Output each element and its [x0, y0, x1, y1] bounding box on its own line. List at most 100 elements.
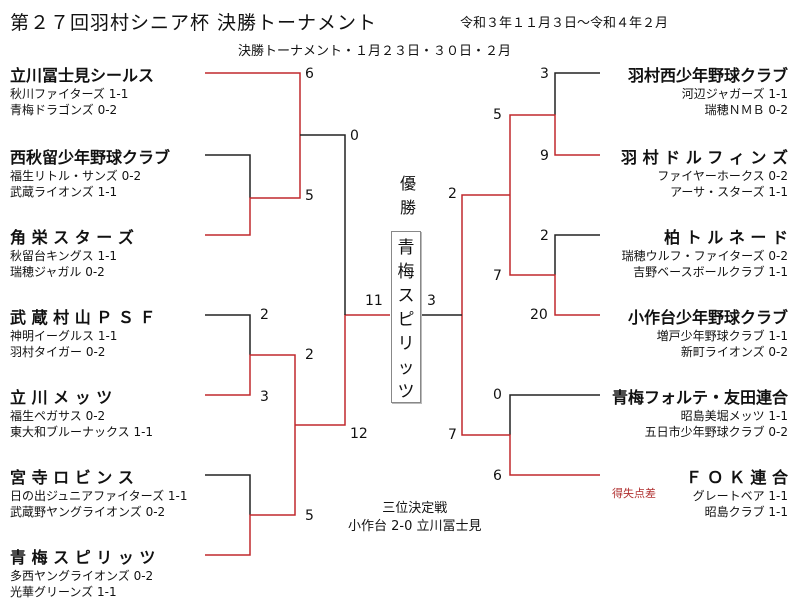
right-line-sf1: [461, 194, 510, 315]
team-name: 立川冨士見シールス: [10, 66, 155, 85]
sub-result: 日の出ジュニアファイターズ 1-1: [10, 489, 188, 503]
left-line-7: [205, 425, 296, 556]
champion-char: ピ: [397, 310, 415, 330]
champion-team: 青 梅 ス ピ リ ッ ツ: [392, 236, 420, 404]
team-name: 小作台少年野球クラブ: [627, 308, 788, 327]
score: 5: [305, 508, 314, 524]
sub-result: 東大和ブルーナックス 1-1: [10, 425, 154, 439]
sub-result: 福生リトル・サンズ 0-2: [10, 169, 142, 183]
sub-result: アーサ・スターズ 1-1: [670, 185, 788, 199]
score: 3: [540, 66, 549, 82]
team-name: 青 梅 ス ピ リ ッ ツ: [10, 548, 156, 567]
score: 12: [350, 426, 368, 442]
right-team-6: Ｆ Ｏ Ｋ 連 合 グレートベア 1-1 昭島クラブ 1-1: [686, 464, 788, 520]
sub-result: 昭島美堀メッツ 1-1: [680, 409, 788, 423]
sub-result: 瑞穂ウルフ・ファイターズ 0-2: [621, 249, 788, 263]
team-name: 西秋留少年野球クラブ: [10, 148, 171, 167]
right-team-1: 羽村西少年野球クラブ 河辺ジャガーズ 1-1 瑞穂ＮＭＢ 0-2: [628, 62, 788, 118]
sub-result: 福生ペガサス 0-2: [10, 409, 106, 423]
champion-box: 青 梅 ス ピ リ ッ ツ: [391, 231, 421, 403]
team-name: 立 川 メ ッ ツ: [10, 388, 113, 407]
tiebreak-note: 得失点差: [612, 487, 656, 500]
score: 2: [305, 347, 314, 363]
sub-result: 河辺ジャガーズ 1-1: [681, 87, 788, 101]
score: 9: [540, 148, 549, 164]
left-team-7: 青 梅 ス ピ リ ッ ツ 多西ヤングライオンズ 0-2 光華グリーンズ 1-1: [10, 544, 155, 600]
left-line-3: [205, 135, 301, 236]
team-name: 武 蔵 村 山 Ｐ Ｓ Ｆ: [10, 308, 156, 327]
score: 2: [260, 307, 269, 323]
score: 5: [493, 107, 502, 123]
sub-result: 神明イーグルス 1-1: [10, 329, 118, 343]
page-subtitle: 決勝トーナメント・１月２３日・３０日・２月: [238, 44, 512, 59]
champion-label-char: 優: [399, 174, 416, 193]
team-name: Ｆ Ｏ Ｋ 連 合: [685, 468, 788, 487]
score: 7: [448, 427, 457, 443]
champion-label: 優 勝: [396, 172, 420, 220]
left-team-5: 立 川 メ ッ ツ 福生ペガサス 0-2 東大和ブルーナックス 1-1: [10, 384, 153, 440]
team-name: 羽 村 ド ル フ ィ ン ズ: [621, 148, 788, 167]
sub-result: 瑞穂ジャガル 0-2: [10, 265, 105, 279]
right-line-5: [509, 394, 600, 435]
right-team-2: 羽 村 ド ル フ ィ ン ズ ファイヤーホークス 0-2 アーサ・スターズ 1-…: [621, 144, 788, 200]
champion-char: 梅: [397, 262, 415, 282]
sub-result: 秋留台キングス 1-1: [10, 249, 118, 263]
score: 5: [305, 188, 314, 204]
team-name: 青梅フォルテ・友田連合: [611, 388, 788, 407]
champion-char: ッ: [397, 358, 415, 378]
left-team-3: 角 栄 ス タ ー ズ 秋留台キングス 1-1 瑞穂ジャガル 0-2: [10, 224, 134, 280]
score: 3: [260, 389, 269, 405]
score: 2: [448, 186, 457, 202]
score: 7: [493, 268, 502, 284]
champion-char: 青: [397, 238, 415, 258]
left-line-4: [205, 314, 251, 355]
sub-result: 青梅ドラゴンズ 0-2: [10, 103, 118, 117]
left-team-2: 西秋留少年野球クラブ 福生リトル・サンズ 0-2 武蔵ライオンズ 1-1: [10, 144, 170, 200]
score: 11: [365, 293, 383, 309]
sub-result: 光華グリーンズ 1-1: [10, 585, 117, 599]
sub-result: グレートベア 1-1: [692, 489, 788, 503]
sub-result: 羽村タイガー 0-2: [10, 345, 106, 359]
left-line-6: [205, 474, 251, 515]
date-range: 令和３年１１月３日〜令和４年２月: [460, 16, 669, 31]
sub-result: 五日市少年野球クラブ 0-2: [644, 425, 788, 439]
right-line-6: [461, 315, 600, 476]
score: 0: [350, 128, 359, 144]
third-place-result: 小作台 2-0 立川冨士見: [348, 519, 482, 534]
sub-result: 多西ヤングライオンズ 0-2: [10, 569, 154, 583]
champion-char: リ: [397, 334, 415, 354]
right-line-2: [509, 114, 600, 195]
right-team-5: 青梅フォルテ・友田連合 昭島美堀メッツ 1-1 五日市少年野球クラブ 0-2: [612, 384, 788, 440]
sub-result: 昭島クラブ 1-1: [704, 505, 788, 519]
champion-char: ツ: [397, 382, 415, 402]
team-name: 角 栄 ス タ ー ズ: [10, 228, 134, 247]
left-team-4: 武 蔵 村 山 Ｐ Ｓ Ｆ 神明イーグルス 1-1 羽村タイガー 0-2: [10, 304, 155, 360]
score: 6: [305, 66, 314, 82]
sub-result: 武蔵野ヤングライオンズ 0-2: [10, 505, 166, 519]
champion-label-char: 勝: [399, 198, 416, 217]
sub-result: 瑞穂ＮＭＢ 0-2: [704, 103, 788, 117]
right-line-3: [554, 234, 600, 275]
page-title: 第２７回羽村シニア杯 決勝トーナメント: [10, 12, 378, 34]
right-team-4: 小作台少年野球クラブ 増戸少年野球クラブ 1-1 新町ライオンズ 0-2: [628, 304, 788, 360]
team-name: 羽村西少年野球クラブ: [627, 66, 788, 85]
score: 0: [493, 387, 502, 403]
sub-result: ファイヤーホークス 0-2: [657, 169, 788, 183]
left-line-5: [205, 354, 296, 425]
right-line-1: [554, 72, 600, 115]
third-place-title: 三位決定戦: [382, 501, 448, 516]
third-place: 三位決定戦 小作台 2-0 立川冨士見: [348, 500, 482, 536]
team-name: 柏 ト ル ネ ー ド: [664, 228, 788, 247]
left-line-sf1: [300, 134, 346, 230]
right-team-3: 柏 ト ル ネ ー ド 瑞穂ウルフ・ファイターズ 0-2 吉野ベースボールクラブ …: [622, 224, 788, 280]
score: 6: [493, 468, 502, 484]
left-line-sf2: [295, 314, 390, 426]
sub-result: 吉野ベースボールクラブ 1-1: [633, 265, 788, 279]
sub-result: 武蔵ライオンズ 1-1: [10, 185, 118, 199]
score: 3: [427, 293, 436, 309]
sub-result: 増戸少年野球クラブ 1-1: [656, 329, 788, 343]
sub-result: 新町ライオンズ 0-2: [680, 345, 788, 359]
